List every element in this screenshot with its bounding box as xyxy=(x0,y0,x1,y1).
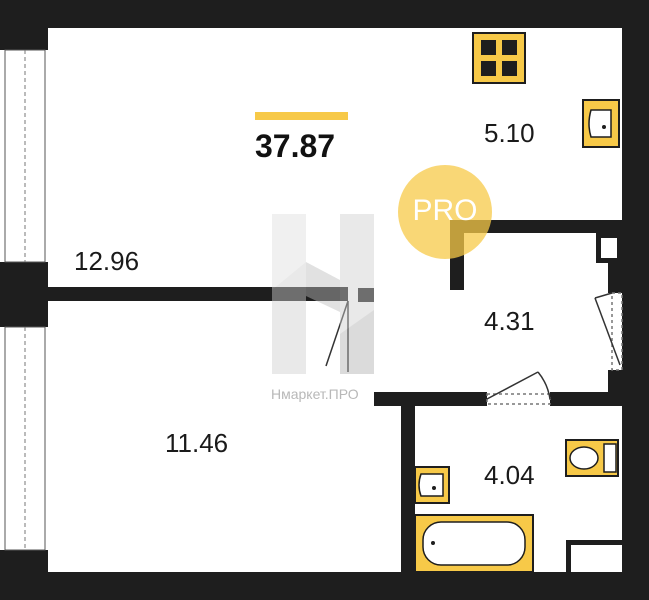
door-bedroom xyxy=(325,300,349,372)
bathtub-icon xyxy=(414,514,534,573)
left-window-top xyxy=(4,49,46,263)
door-bathroom xyxy=(486,371,551,405)
room-area-living: 12.96 xyxy=(74,246,140,276)
kitchen-sink-icon xyxy=(582,99,620,148)
toilet-icon xyxy=(565,439,619,477)
door-entrance xyxy=(594,292,623,371)
total-area-label: 37.87 xyxy=(255,128,336,164)
room-area-bathroom: 4.04 xyxy=(484,460,535,490)
pro-badge-text: PRO xyxy=(412,194,478,227)
pro-badge xyxy=(398,165,492,259)
left-window-bottom xyxy=(4,326,46,551)
room-area-bedroom: 11.46 xyxy=(165,428,229,458)
watermark-text: Нмаркет.ПРО xyxy=(271,386,359,402)
stove-icon xyxy=(472,32,526,84)
room-area-kitchen: 5.10 xyxy=(484,118,535,148)
room-area-hall: 4.31 xyxy=(484,306,535,336)
washbasin-icon xyxy=(414,466,450,504)
total-area-accent-bar xyxy=(255,112,348,120)
watermark-logo xyxy=(272,214,374,374)
